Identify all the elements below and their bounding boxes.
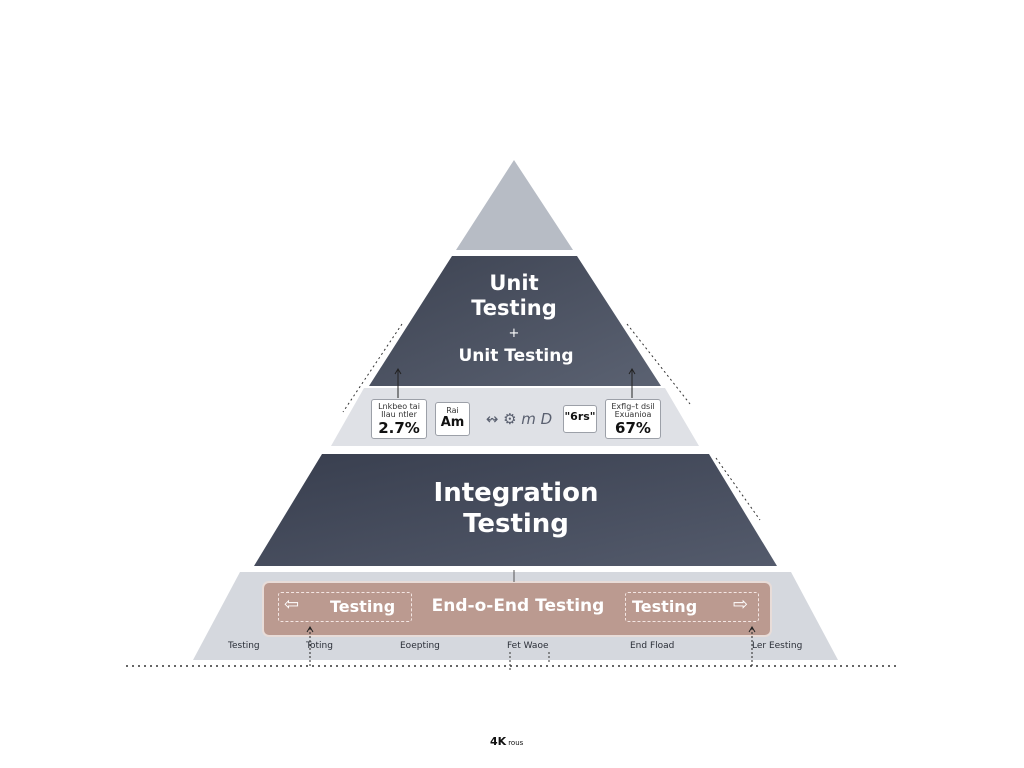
e2e-left-pill: [278, 592, 412, 622]
base-label-1: Testing: [228, 641, 260, 651]
e2e-left-label: Testing: [330, 597, 396, 616]
e2e-right-pill: [625, 592, 759, 622]
metric-left-caption-2: Ilau ntler: [381, 410, 417, 419]
metric-mid-right-value: "6rs": [564, 410, 596, 423]
base-label-3: Eoepting: [400, 641, 440, 651]
footer-rest: rous: [508, 739, 524, 747]
arrow-up-base-left: [306, 626, 314, 666]
metric-right-caption-2: Exuanioa: [614, 410, 652, 419]
e2e-pill-background: [262, 581, 772, 637]
metric-center-glyphs: ↭ ⚙ m D: [485, 410, 553, 428]
integration-line-1: Integration: [433, 478, 599, 508]
e2e-right-label: Testing: [632, 597, 698, 616]
metric-right-caption-1: Exflg–t dsil: [611, 402, 655, 411]
metric-box-mid-left: [435, 402, 470, 436]
unit-plus: +: [508, 326, 520, 341]
base-label-2: Toting: [306, 641, 333, 651]
metric-right-value: 67%: [615, 419, 651, 437]
arrow-up-left: [394, 368, 402, 398]
metric-box-left: [371, 399, 427, 439]
arrow-up-right: [628, 368, 636, 398]
base-label-6: Ler Eesting: [752, 641, 803, 651]
e2e-center-label: End-o-End Testing: [431, 596, 605, 616]
e2e-right-arrow-icon: ⇨: [733, 594, 749, 615]
metric-mid-left-caption: Rai: [446, 406, 459, 415]
base-label-4: Fet Waoe: [507, 641, 549, 651]
metric-left-caption-1: Lnkbeo tai: [378, 402, 420, 411]
base-label-5: End Fload: [630, 641, 675, 651]
unit-line-3: Unit Testing: [458, 346, 574, 366]
e2e-left-arrow-icon: ⇦: [284, 594, 300, 615]
arrow-up-base-right: [748, 626, 756, 666]
metric-box-right: [605, 399, 661, 439]
unit-line-2: Testing: [471, 296, 557, 320]
metric-mid-left-value: Am: [440, 415, 465, 430]
pyramid-tier-integration: [254, 454, 777, 566]
pyramid-apex: [456, 160, 573, 250]
pyramid-tier-unit: [369, 256, 661, 386]
metric-box-mid-right: [563, 405, 597, 433]
integration-line-2: Testing: [463, 509, 569, 539]
side-dots-right-upper: [626, 323, 691, 405]
metric-left-value: 2.7%: [378, 419, 420, 437]
footer-strong: 4K: [490, 735, 507, 748]
unit-line-1: Unit: [489, 271, 539, 295]
